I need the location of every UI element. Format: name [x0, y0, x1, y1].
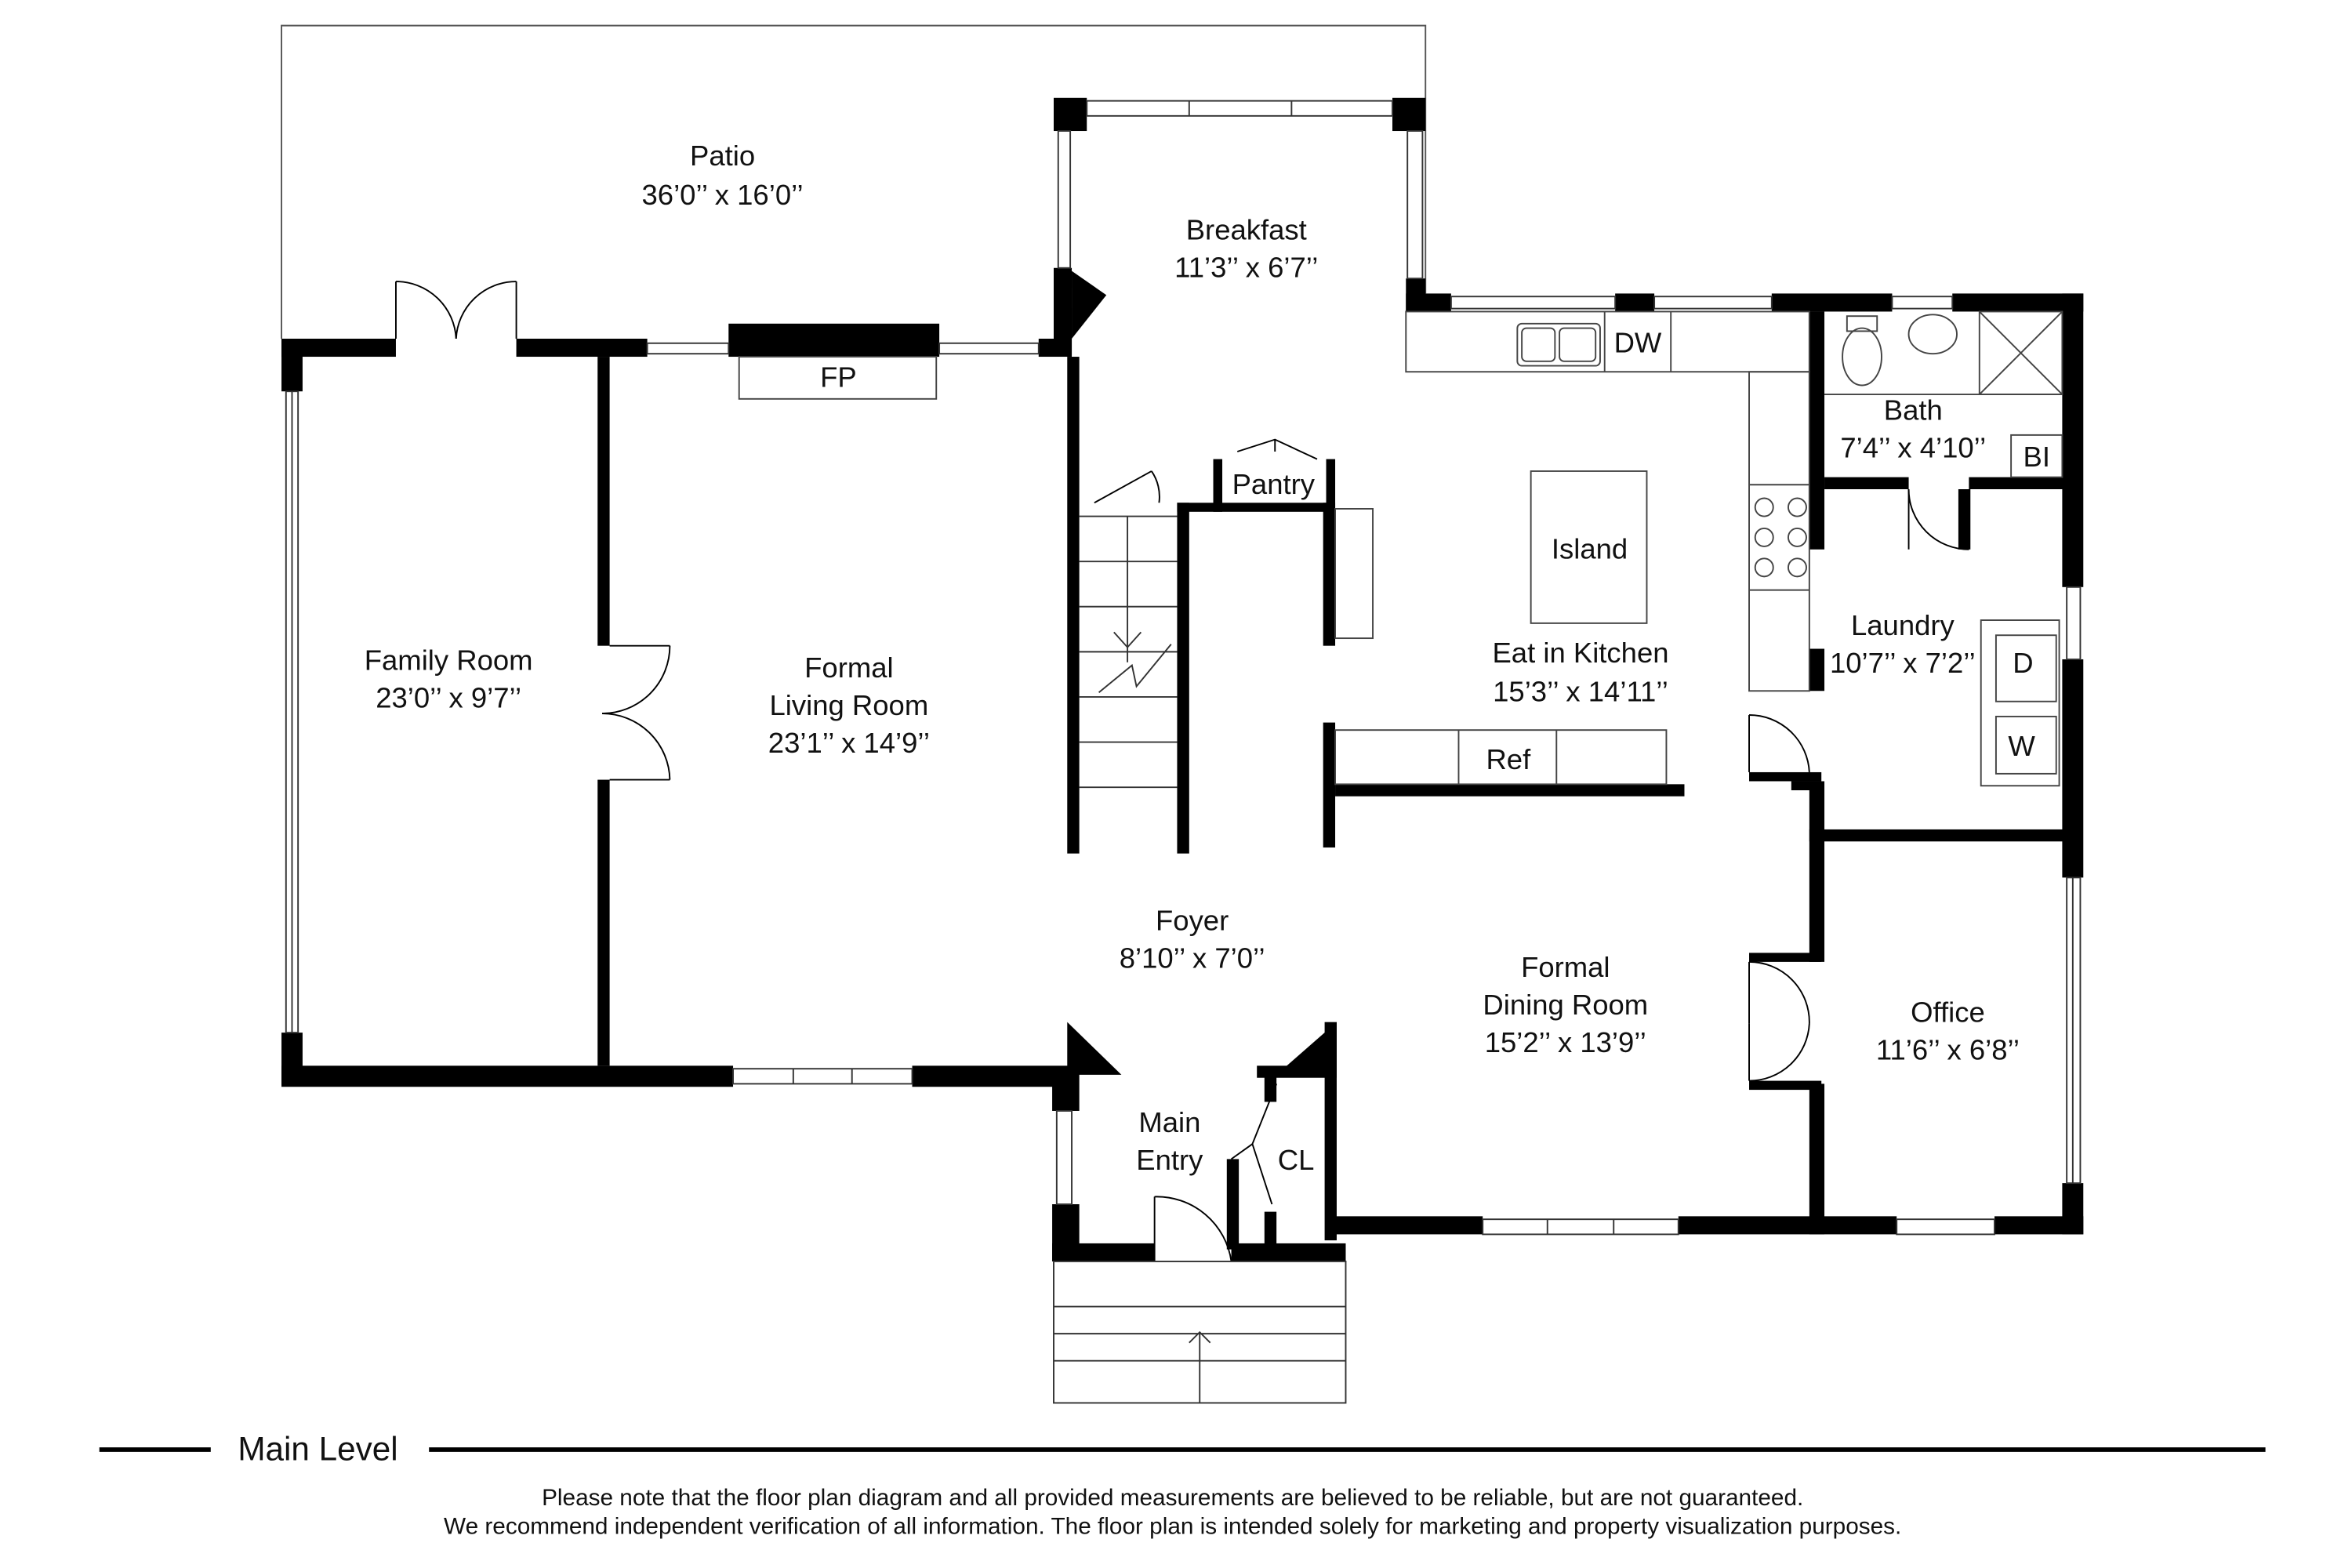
- bath-label: Bath: [1884, 394, 1943, 426]
- kitchen-label: Eat in Kitchen: [1492, 637, 1668, 669]
- built-in-label: BI: [2024, 441, 2050, 473]
- breakfast-dims: 11’3’’ x 6’7’’: [1174, 251, 1318, 283]
- foyer-label: Foyer: [1156, 905, 1229, 937]
- fireplace-label: FP: [820, 361, 857, 393]
- main-entry-label-line1: Main: [1138, 1106, 1200, 1138]
- living-room-label-line2: Living Room: [770, 689, 929, 721]
- dining-room-label-line2: Dining Room: [1483, 989, 1648, 1021]
- office-label: Office: [1911, 996, 1985, 1029]
- breakfast-label: Breakfast: [1186, 213, 1307, 245]
- disclaimer-line-2: We recommend independent verification of…: [444, 1513, 1901, 1539]
- dishwasher-label: DW: [1614, 326, 1662, 358]
- walls: [281, 97, 2084, 1261]
- dining-room-label-line1: Formal: [1521, 951, 1610, 983]
- disclaimer-line-1: Please note that the floor plan diagram …: [542, 1485, 1803, 1511]
- closet-label: CL: [1278, 1144, 1315, 1176]
- pantry-label: Pantry: [1232, 468, 1316, 500]
- stairs: [1053, 515, 1347, 1404]
- office-dims: 11’6’’ x 6’8’’: [1876, 1034, 2020, 1066]
- dryer-label: D: [2013, 647, 2033, 679]
- room-labels: Patio 36’0’’ x 16’0’’ Breakfast 11’3’’ x…: [365, 140, 2020, 1176]
- patio-label: Patio: [690, 140, 755, 172]
- windows: [285, 100, 2082, 1236]
- living-room-dims: 23’1’’ x 14’9’’: [768, 727, 930, 759]
- washer-label: W: [2008, 730, 2035, 762]
- doors: [395, 281, 1969, 1262]
- bath-dims: 7’4’’ x 4’10’’: [1840, 432, 1986, 464]
- island-label: Island: [1552, 532, 1628, 564]
- level-title: Main Level: [238, 1430, 397, 1467]
- family-room-label: Family Room: [365, 644, 533, 676]
- dining-room-dims: 15’2’’ x 13’9’’: [1485, 1026, 1646, 1058]
- patio-outline: [281, 24, 1427, 339]
- main-entry-label-line2: Entry: [1136, 1144, 1203, 1176]
- refrigerator-label: Ref: [1486, 743, 1531, 775]
- foyer-dims: 8’10’’ x 7’0’’: [1120, 942, 1265, 975]
- fixture-labels: FP DW Pantry Island Ref BI D W CL: [820, 326, 2050, 1176]
- laundry-dims: 10’7’’ x 7’2’’: [1830, 647, 1976, 679]
- footer: Main Level Please note that the floor pl…: [99, 1430, 2266, 1539]
- laundry-label: Laundry: [1851, 609, 1955, 641]
- patio-dims: 36’0’’ x 16’0’’: [642, 179, 804, 211]
- living-room-label-line1: Formal: [804, 652, 893, 684]
- cabinetry: [738, 310, 2063, 787]
- family-room-dims: 23’0’’ x 9’7’’: [376, 681, 521, 713]
- kitchen-dims: 15’3’’ x 14’11’’: [1493, 676, 1668, 708]
